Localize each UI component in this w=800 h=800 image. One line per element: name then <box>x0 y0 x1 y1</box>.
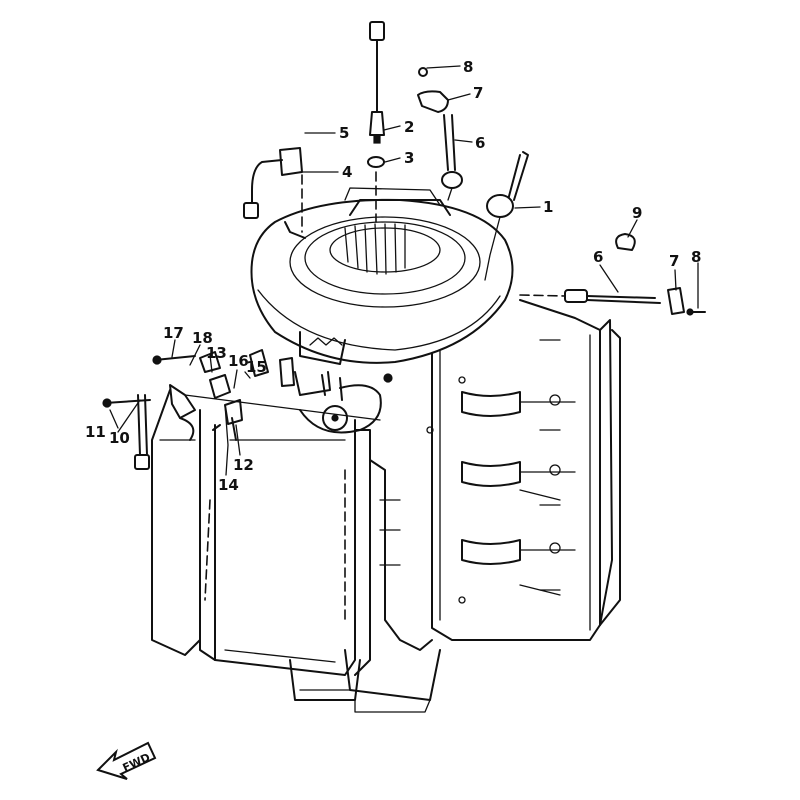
intake-silencer <box>151 389 433 676</box>
pulser-coil-assembly <box>169 349 382 441</box>
fwd-direction-arrow: FWD <box>96 741 157 780</box>
callout-12: 12 <box>233 456 254 474</box>
callout-3: 3 <box>404 149 414 167</box>
sensor-left <box>243 147 303 233</box>
callout-2: 2 <box>404 118 414 136</box>
thermo-sensor-top <box>367 21 385 223</box>
callout-1: 1 <box>543 198 553 216</box>
callout-labels: 2 3 5 4 8 7 6 1 9 6 7 8 17 18 13 16 15 1… <box>85 58 701 494</box>
callout-7-top: 7 <box>473 84 483 102</box>
switch-upper <box>417 67 463 201</box>
lower-pan <box>289 649 441 713</box>
callout-11: 11 <box>85 423 106 441</box>
callout-14: 14 <box>218 476 239 494</box>
callout-8-top: 8 <box>463 58 473 76</box>
leader-lines <box>109 65 699 476</box>
cylinder-block <box>426 299 621 641</box>
lead-item-1 <box>484 151 529 281</box>
flywheel-cover <box>250 187 514 365</box>
callout-10: 10 <box>109 429 130 447</box>
callout-9: 9 <box>632 204 642 222</box>
switch-right <box>519 233 706 316</box>
callout-6-top: 6 <box>475 134 485 152</box>
callout-17: 17 <box>163 324 184 342</box>
callout-18: 18 <box>192 329 213 347</box>
bolts <box>102 355 393 470</box>
callout-6-right: 6 <box>593 248 603 266</box>
callout-15: 15 <box>246 358 267 376</box>
callout-8-right: 8 <box>691 248 701 266</box>
callout-13: 13 <box>206 344 227 362</box>
callout-5: 5 <box>339 124 349 142</box>
callout-4: 4 <box>342 163 352 181</box>
callout-16: 16 <box>228 352 249 370</box>
callout-7-right: 7 <box>669 252 679 270</box>
